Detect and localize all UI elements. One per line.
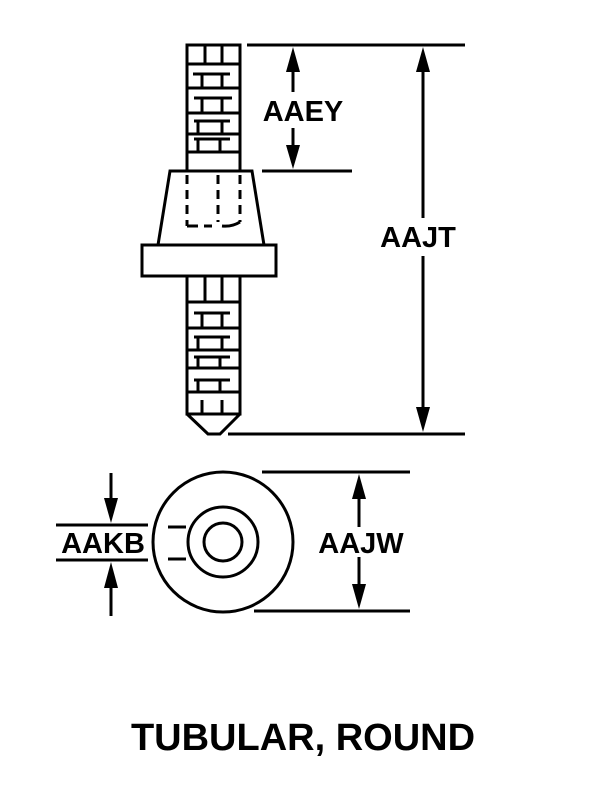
- label-aaey: AAEY: [263, 96, 344, 128]
- arrow-down-icon: [104, 498, 118, 523]
- dimension-aaey: [247, 43, 465, 173]
- arrow-down-icon: [416, 407, 430, 432]
- arrow-down-icon: [286, 145, 300, 169]
- arrow-down-icon: [352, 584, 366, 609]
- arrow-up-icon: [416, 47, 430, 72]
- arrow-up-icon: [104, 562, 118, 588]
- dimension-aakb: [56, 473, 148, 616]
- upper-stud: [185, 43, 242, 173]
- diagram-title: TUBULAR, ROUND: [131, 717, 475, 759]
- dimension-aajt: [228, 70, 465, 436]
- dimension-aajw: [254, 470, 410, 613]
- flange: [140, 243, 278, 278]
- lower-stud: [185, 274, 242, 436]
- arrow-up-icon: [352, 474, 366, 499]
- arrow-up-icon: [286, 47, 300, 72]
- end-view: [151, 470, 295, 614]
- label-aakb: AAKB: [61, 528, 145, 560]
- label-aajt: AAJT: [380, 222, 456, 254]
- label-aajw: AAJW: [318, 528, 404, 560]
- tapered-body: [156, 169, 266, 247]
